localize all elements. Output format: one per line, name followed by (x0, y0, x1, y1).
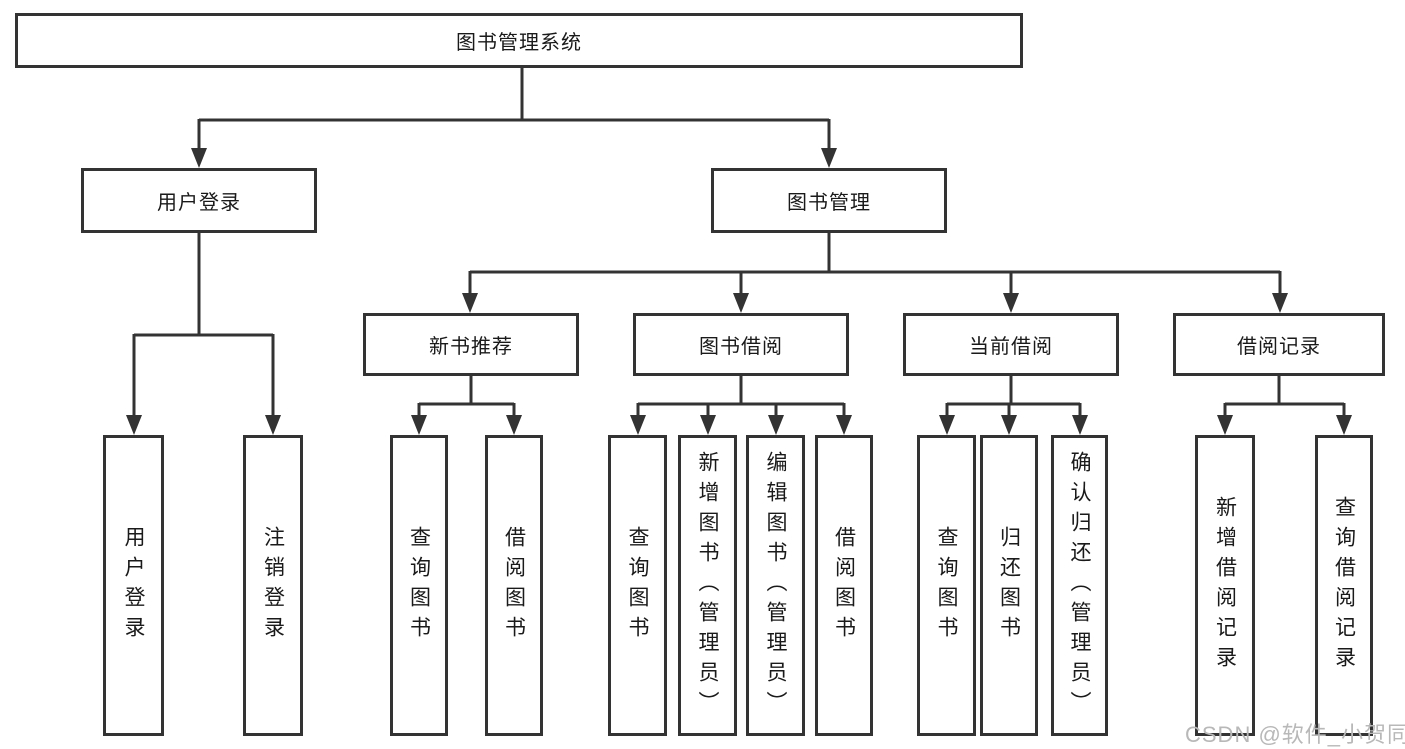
leaf-user-login: 用户登录 (103, 435, 164, 736)
arrow-down-icon (191, 148, 207, 168)
node-label: 借阅图书 (832, 525, 856, 646)
node-label: 查询借阅记录 (1332, 495, 1356, 676)
node-label: 查询图书 (626, 525, 649, 646)
leaf-newbooks-borrow: 借阅图书 (485, 435, 543, 736)
arrow-down-icon (1001, 415, 1017, 435)
arrow-down-icon (836, 415, 852, 435)
arrow-down-icon (506, 415, 522, 435)
arrow-down-icon (411, 415, 427, 435)
node-label: 新增借阅记录 (1213, 495, 1237, 676)
arrow-down-icon (1072, 415, 1088, 435)
leaf-borrow-borrow: 借阅图书 (815, 435, 873, 736)
arrow-down-icon (821, 148, 837, 168)
node-label: 借阅图书 (502, 525, 526, 646)
arrow-down-icon (1272, 293, 1288, 313)
csdn-watermark: CSDN @软件_小贺同学 (1185, 722, 1405, 747)
leaf-borrow-add-admin: 新增图书（管理员） (678, 435, 737, 736)
node-root-system: 图书管理系统 (15, 13, 1023, 68)
leaf-borrow-edit-admin: 编辑图书（管理员） (746, 435, 805, 736)
arrow-down-icon (939, 415, 955, 435)
arrow-down-icon (1336, 415, 1352, 435)
arrowheads (126, 148, 1352, 435)
leaf-borrow-query: 查询图书 (608, 435, 667, 736)
node-label: 新书推荐 (429, 336, 513, 358)
node-label: 用户登录 (157, 192, 241, 214)
node-label: 新增图书（管理员） (696, 450, 719, 721)
arrow-down-icon (126, 415, 142, 435)
node-label: 图书管理 (787, 192, 871, 214)
arrow-down-icon (768, 415, 784, 435)
arrow-down-icon (733, 293, 749, 313)
arrow-down-icon (462, 293, 478, 313)
node-label: 当前借阅 (969, 336, 1053, 358)
node-label: 归还图书 (997, 525, 1021, 646)
node-new-books: 新书推荐 (363, 313, 579, 376)
arrow-down-icon (265, 415, 281, 435)
node-book-management: 图书管理 (711, 168, 947, 233)
node-label: 编辑图书（管理员） (764, 450, 787, 721)
leaf-current-query: 查询图书 (917, 435, 976, 736)
arrow-down-icon (1003, 293, 1019, 313)
node-label: 注销登录 (261, 525, 285, 646)
node-label: 查询图书 (935, 525, 958, 646)
arrow-down-icon (1217, 415, 1233, 435)
leaf-logout: 注销登录 (243, 435, 303, 736)
leaf-current-return: 归还图书 (980, 435, 1038, 736)
leaf-records-query: 查询借阅记录 (1315, 435, 1373, 736)
arrow-down-icon (630, 415, 646, 435)
node-borrow-records: 借阅记录 (1173, 313, 1385, 376)
node-user-login: 用户登录 (81, 168, 317, 233)
node-label: 图书借阅 (699, 336, 783, 358)
node-book-borrow: 图书借阅 (633, 313, 849, 376)
node-current-borrow: 当前借阅 (903, 313, 1119, 376)
node-label: 借阅记录 (1237, 336, 1321, 358)
leaf-records-add: 新增借阅记录 (1195, 435, 1255, 736)
node-label: 查询图书 (407, 525, 431, 646)
arrow-down-icon (700, 415, 716, 435)
node-label: 用户登录 (122, 525, 145, 646)
node-label: 确认归还（管理员） (1068, 450, 1091, 721)
node-label: 图书管理系统 (456, 32, 582, 54)
leaf-current-confirm-admin: 确认归还（管理员） (1051, 435, 1108, 736)
leaf-newbooks-query: 查询图书 (390, 435, 448, 736)
